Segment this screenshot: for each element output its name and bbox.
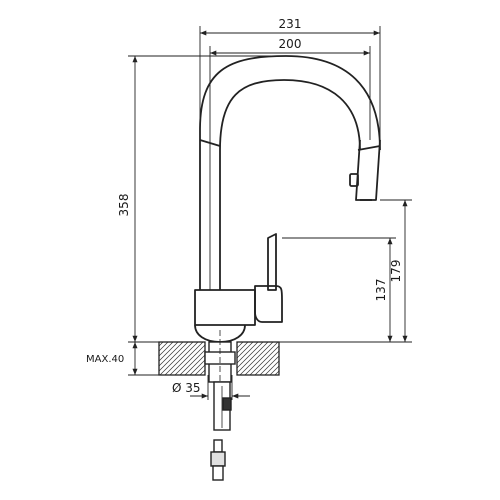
label-overall-reach: 231 [279, 17, 302, 31]
hose-connector-top [213, 439, 223, 453]
countertop-left-section [158, 341, 206, 376]
lever-handle [267, 233, 277, 291]
label-lever-height: 137 [374, 279, 388, 302]
hose-connector-bottom [212, 465, 224, 481]
spout-outer-curve [199, 55, 381, 290]
spout-inner-curve [219, 79, 361, 290]
label-hole-diameter: Ø 35 [172, 381, 201, 395]
label-overall-height: 358 [117, 194, 131, 217]
hose-connector-nut [210, 451, 226, 467]
faucet [194, 55, 381, 343]
dimension-lines [128, 26, 412, 400]
label-spout-outlet-height: 179 [389, 260, 403, 283]
countertop [158, 341, 280, 376]
spray-head-joint [357, 145, 381, 151]
mixer-body [194, 289, 256, 326]
hose-clip [222, 397, 232, 411]
mounting-assembly [204, 330, 236, 481]
lever-base [254, 285, 283, 323]
spray-button [349, 173, 359, 187]
label-spout-reach: 200 [279, 37, 302, 51]
countertop-right-section [236, 341, 280, 376]
label-max-counter-thickness: MAX.40 [86, 354, 124, 365]
